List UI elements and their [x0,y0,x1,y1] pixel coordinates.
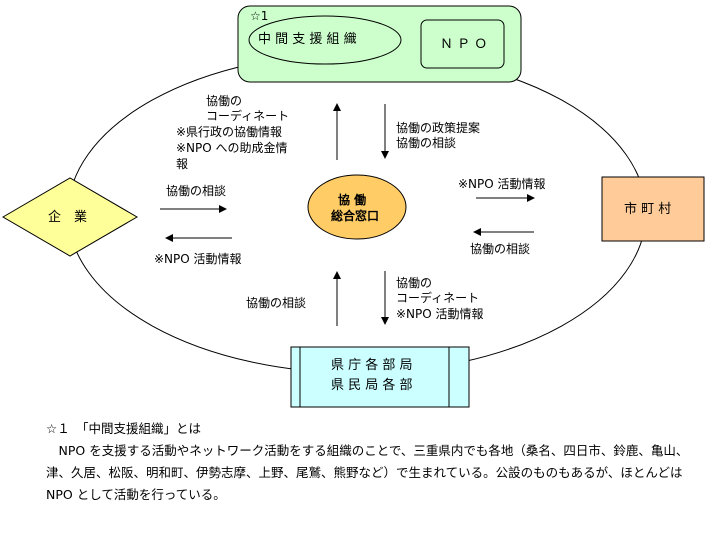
label-down-bottom-2: コーディネート [396,291,480,305]
label-municipality-to-center: 協働の相談 [470,242,531,256]
label-center-to-municipality: ※NPO 活動情報 [458,177,546,191]
label-company-to-center: 協働の相談 [166,184,227,198]
center-label-line2: 総合窓口 [331,209,380,223]
note-mark: ☆1 [250,9,269,23]
label-up-top-5: 報 [176,157,189,171]
npo-inner-box [420,19,505,69]
label-down-bottom-3: ※NPO 活動情報 [396,307,484,321]
label-up-bottom: 協働の相談 [246,296,307,310]
label-center-to-company: ※NPO 活動情報 [154,252,242,266]
footnote-title: ☆１ 「中間支援組織」とは [46,421,201,436]
intermediary-label: 中 間 支 援 組 織 [258,32,357,47]
center-label-line1: 協 働 [338,193,367,207]
prefecture-box [290,346,470,408]
intermediary-ellipse [248,15,402,65]
footnote: ☆１ 「中間支援組織」とは NPO を支援する活動やネットワーク活動をする組織の… [46,418,696,506]
company-diamond [2,177,138,257]
label-up-top-1: 協働の [206,94,243,108]
label-down-top-2: 協働の相談 [396,136,457,150]
label-up-top-2: コーディネート [206,109,290,123]
prefecture-label-line2: 県 民 局 各 部 [331,378,413,393]
prefecture-label-line1: 県 庁 各 部 局 [331,358,413,373]
label-up-top-3: ※県行政の協働情報 [176,125,283,139]
municipality-label: 市 町 村 [624,202,672,217]
npo-label: Ｎ Ｐ Ｏ [440,37,488,52]
company-label: 企 業 [48,210,88,225]
label-down-top-1: 協働の政策提案 [396,121,481,135]
center-ellipse [307,174,407,240]
label-down-bottom-1: 協働の [396,276,433,290]
footnote-body: NPO を支援する活動やネットワーク活動をする組織のことで、三重県内でも各地（桑… [46,443,689,502]
label-up-top-4: ※NPO への助成金情 [176,141,288,155]
municipality-box [601,176,705,242]
